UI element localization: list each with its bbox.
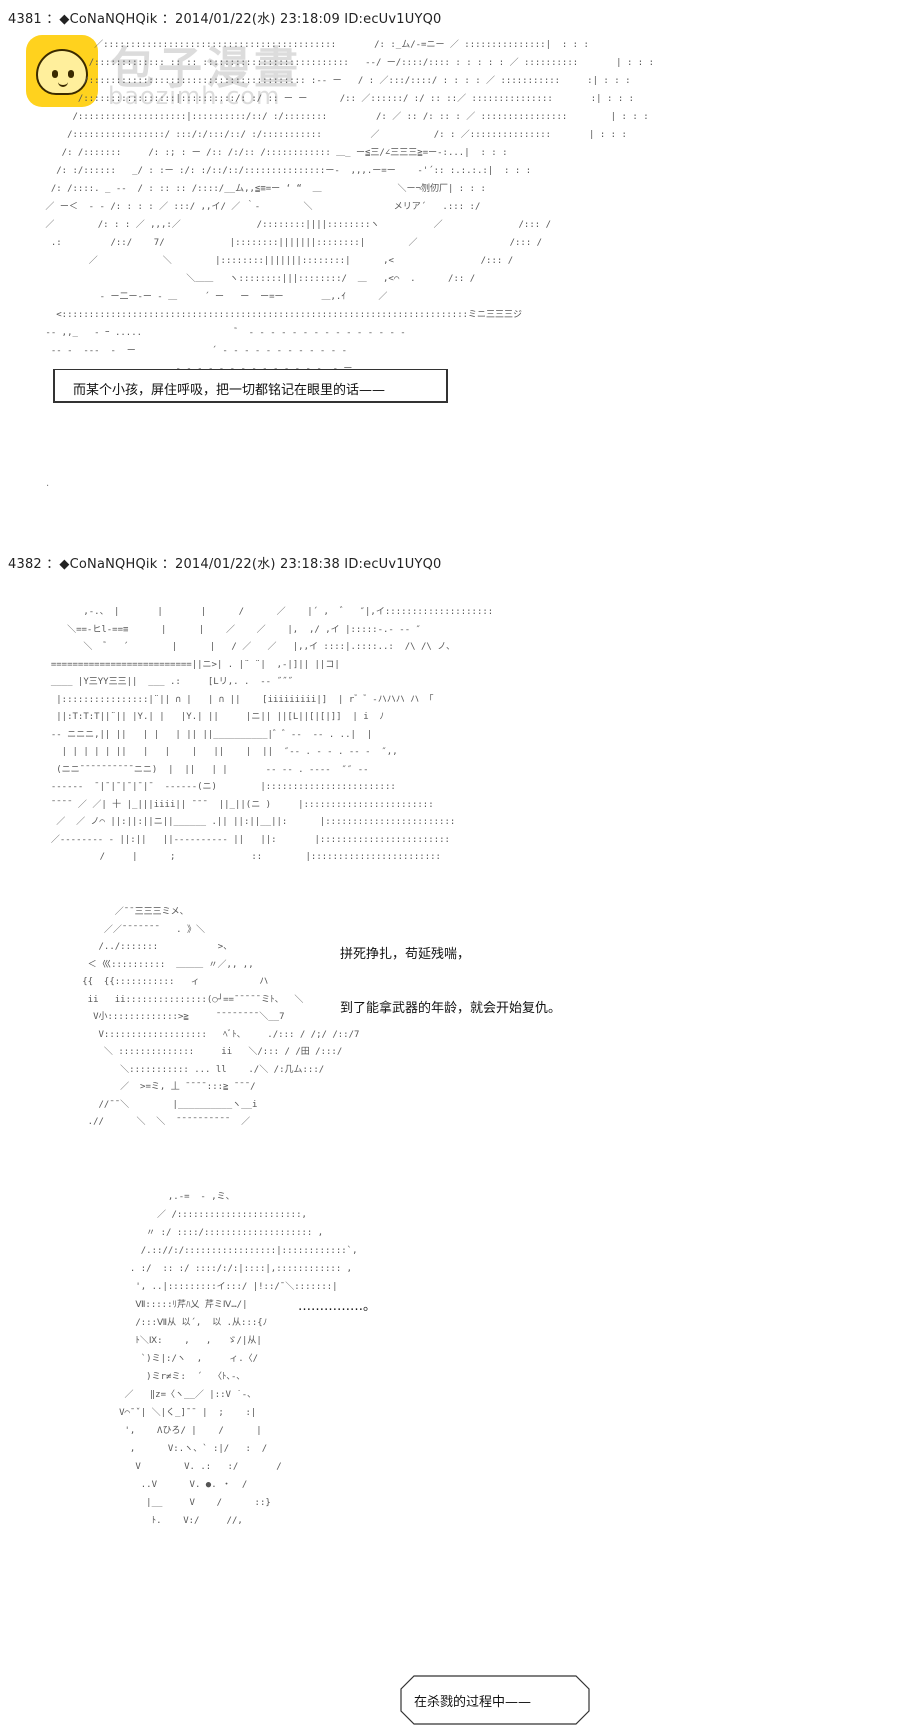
bun-mascot-icon — [26, 35, 98, 107]
dot-marker: . — [46, 478, 50, 489]
bun-face — [36, 49, 88, 95]
caption-ellipsis: ……………。 — [298, 1299, 377, 1314]
caption-box-1: 而某个小孩，屏住呼吸，把一切都铭记在眼里的话—— — [53, 369, 448, 403]
caption-text-1: 而某个小孩，屏住呼吸，把一切都铭记在眼里的话—— — [73, 383, 386, 398]
watermark-title: 包子漫畫 — [110, 43, 302, 94]
post-header-4381: 4381 ：◆CoNaNQHQik ：2014/01/22(水) 23:18:0… — [8, 12, 442, 27]
eye-left — [52, 70, 58, 78]
watermark-url: baozimh.com — [108, 82, 281, 110]
caption-text-2: 在杀戮的过程中—— — [414, 1695, 532, 1710]
ascii-art-figure: ,.-= ‐ ,ミ、 ／ /:::::::::::::::::::::::, 〃… — [119, 1192, 358, 1526]
eye-right — [68, 70, 74, 78]
ascii-art-city: ,-.、 | | | / ／ |´ , ゛ ″|,イ::::::::::::::… — [50, 607, 494, 862]
caption-revenge: 到了能拿武器的年龄，就会开始复仇。 — [340, 1001, 562, 1016]
ascii-art-eye: ／:::::::::::::::::::::::::::::::::::::::… — [45, 40, 655, 374]
post-header-4382: 4382 ：◆CoNaNQHQik ：2014/01/22(水) 23:18:3… — [8, 557, 442, 572]
ascii-art-face-1: ／¯¯三三三ミメ、 ／／¯¯¯¯¯¯¯ . 》＼ /../::::::: >、 … — [82, 907, 360, 1127]
caption-struggle: 拼死挣扎，苟延残喘， — [340, 947, 471, 962]
caption-box-2: 在杀戮的过程中—— — [400, 1675, 590, 1725]
mouth — [58, 79, 68, 87]
